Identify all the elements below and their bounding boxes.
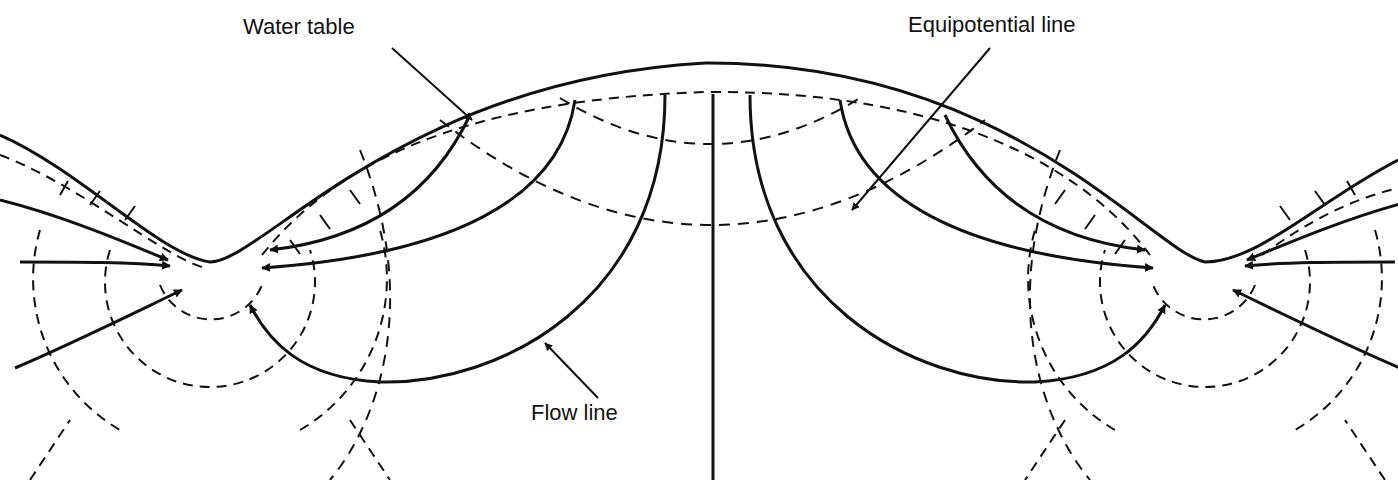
- valley-flow-net-mirror: [750, 95, 1398, 480]
- leader-lines: [392, 48, 990, 398]
- equipotential-lines: [330, 98, 1090, 480]
- divide-line: [712, 94, 715, 480]
- valley-flow-net: [0, 95, 665, 480]
- callout-label: Flow line: [528, 400, 621, 426]
- water-table-line: [0, 92, 1398, 268]
- callout-label: Water table: [240, 14, 358, 40]
- callout-label: Equipotential line: [905, 12, 1079, 38]
